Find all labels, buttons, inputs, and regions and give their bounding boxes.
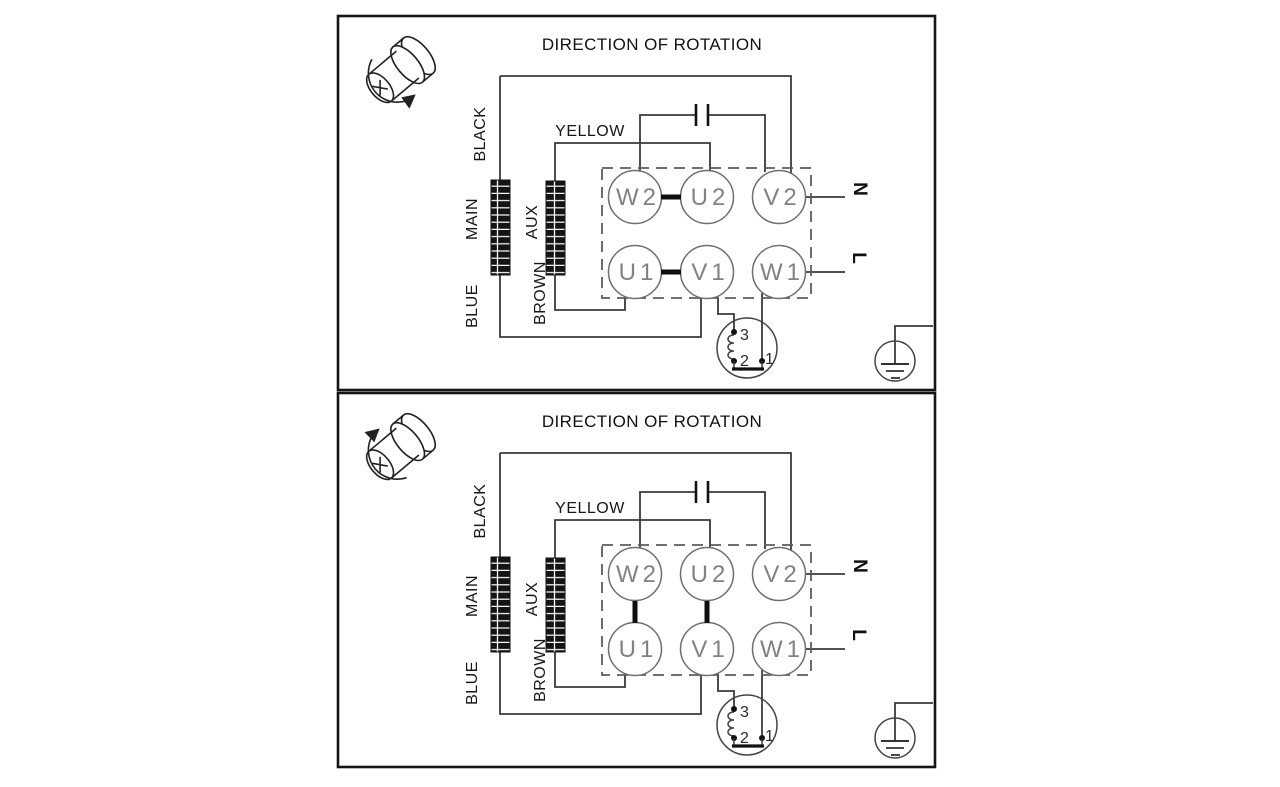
wire-capacitor: [639, 491, 766, 549]
terminal-w1: [751, 621, 807, 677]
main-winding: [490, 556, 511, 653]
centrifugal-switch: 3 2 1: [716, 694, 778, 756]
label-brown: BROWN: [532, 261, 549, 325]
capacitor-icon: [694, 481, 710, 503]
panel-title: DIRECTION OF ROTATION: [542, 412, 762, 431]
label-main: MAIN: [464, 198, 481, 240]
terminal-v2: [751, 169, 807, 225]
switch-contact-3: [731, 706, 737, 712]
switch-contact-3: [731, 329, 737, 335]
terminal-u2-label: U2: [691, 561, 730, 588]
label-yellow: YELLOW: [555, 123, 625, 140]
terminal-block: W2 U2 V2 U1 V1 W1: [607, 546, 807, 677]
wire-supply-rail: [500, 452, 792, 551]
motor-counterclockwise-icon: [365, 35, 437, 109]
rotation-arrow-arc: [367, 58, 407, 103]
wire-v1-to-switch: [717, 674, 735, 707]
switch-contact-1-label: 1: [765, 351, 774, 368]
label-aux: AUX: [524, 205, 541, 239]
wire-blue: [499, 274, 702, 338]
wire-brown: [554, 274, 626, 311]
terminal-u1-label: U1: [619, 636, 658, 663]
wiring-panel-bottom: DIRECTION OF ROTATION: [336, 391, 937, 769]
label-neutral: N: [849, 182, 870, 196]
terminal-u2-label: U2: [691, 184, 730, 211]
terminal-v2: [751, 546, 807, 602]
terminal-board-outline: [601, 544, 812, 676]
label-yellow: YELLOW: [555, 500, 625, 517]
switch-contact-2-label: 2: [740, 353, 749, 370]
label-black: BLACK: [472, 484, 489, 539]
label-black: BLACK: [472, 107, 489, 162]
capacitor-icon: [694, 104, 710, 126]
label-blue: BLUE: [464, 284, 481, 328]
wire-supply-rail: [500, 75, 792, 174]
terminal-w2: [607, 546, 663, 602]
terminal-w2-label: W2: [616, 561, 660, 588]
terminal-block: W2 U2 V2 U1 V1 W1: [607, 169, 807, 300]
panel-border: [336, 14, 937, 392]
rotation-arrowhead: [401, 94, 416, 109]
switch-coil: [727, 711, 735, 737]
wire-brown: [554, 651, 626, 688]
switch-contact-3-label: 3: [740, 704, 749, 721]
terminal-w2-label: W2: [616, 184, 660, 211]
label-brown: BROWN: [532, 638, 549, 702]
terminal-w1-label: W1: [760, 259, 804, 286]
switch-contact-2-label: 2: [740, 730, 749, 747]
wire-v1-to-switch: [717, 297, 735, 330]
panel-border: [336, 391, 937, 769]
switch-contact-1-label: 1: [765, 728, 774, 745]
terminal-v2-label: V2: [763, 561, 800, 588]
rotation-arrowhead: [364, 428, 380, 443]
switch-outline: [716, 694, 778, 756]
switch-outline: [716, 317, 778, 379]
terminal-v1-label: V1: [691, 259, 728, 286]
wiring-panel-top: DIRECTION OF ROTATION: [336, 14, 937, 392]
shaft-x-mark: [372, 456, 388, 473]
centrifugal-switch: 3 2 1: [716, 317, 778, 379]
wire-yellow: [554, 142, 711, 181]
label-blue: BLUE: [464, 661, 481, 705]
label-main: MAIN: [464, 575, 481, 617]
terminal-u1-label: U1: [619, 259, 658, 286]
wire-yellow: [554, 519, 711, 558]
terminal-w1: [751, 244, 807, 300]
ground-icon: [874, 325, 933, 382]
label-line: L: [848, 252, 869, 264]
terminal-board-outline: [601, 167, 812, 299]
terminal-v2-label: V2: [763, 184, 800, 211]
rotation-arrow-arc: [367, 435, 407, 480]
main-winding: [490, 179, 511, 276]
terminal-w1-label: W1: [760, 636, 804, 663]
panel-title: DIRECTION OF ROTATION: [542, 35, 762, 54]
wiring-diagram: DIRECTION OF ROTATION: [336, 14, 938, 769]
label-neutral: N: [849, 559, 870, 573]
aux-winding: [545, 180, 566, 276]
aux-winding: [545, 557, 566, 653]
shaft-x-mark: [372, 79, 388, 96]
terminal-u2: [679, 546, 735, 602]
label-line: L: [848, 629, 869, 641]
wire-blue: [499, 651, 702, 715]
ground-icon: [874, 702, 933, 759]
switch-coil: [727, 334, 735, 360]
motor-clockwise-icon: [364, 412, 437, 481]
wire-capacitor: [639, 114, 766, 172]
terminal-v1-label: V1: [691, 636, 728, 663]
label-aux: AUX: [524, 582, 541, 616]
switch-contact-3-label: 3: [740, 327, 749, 344]
